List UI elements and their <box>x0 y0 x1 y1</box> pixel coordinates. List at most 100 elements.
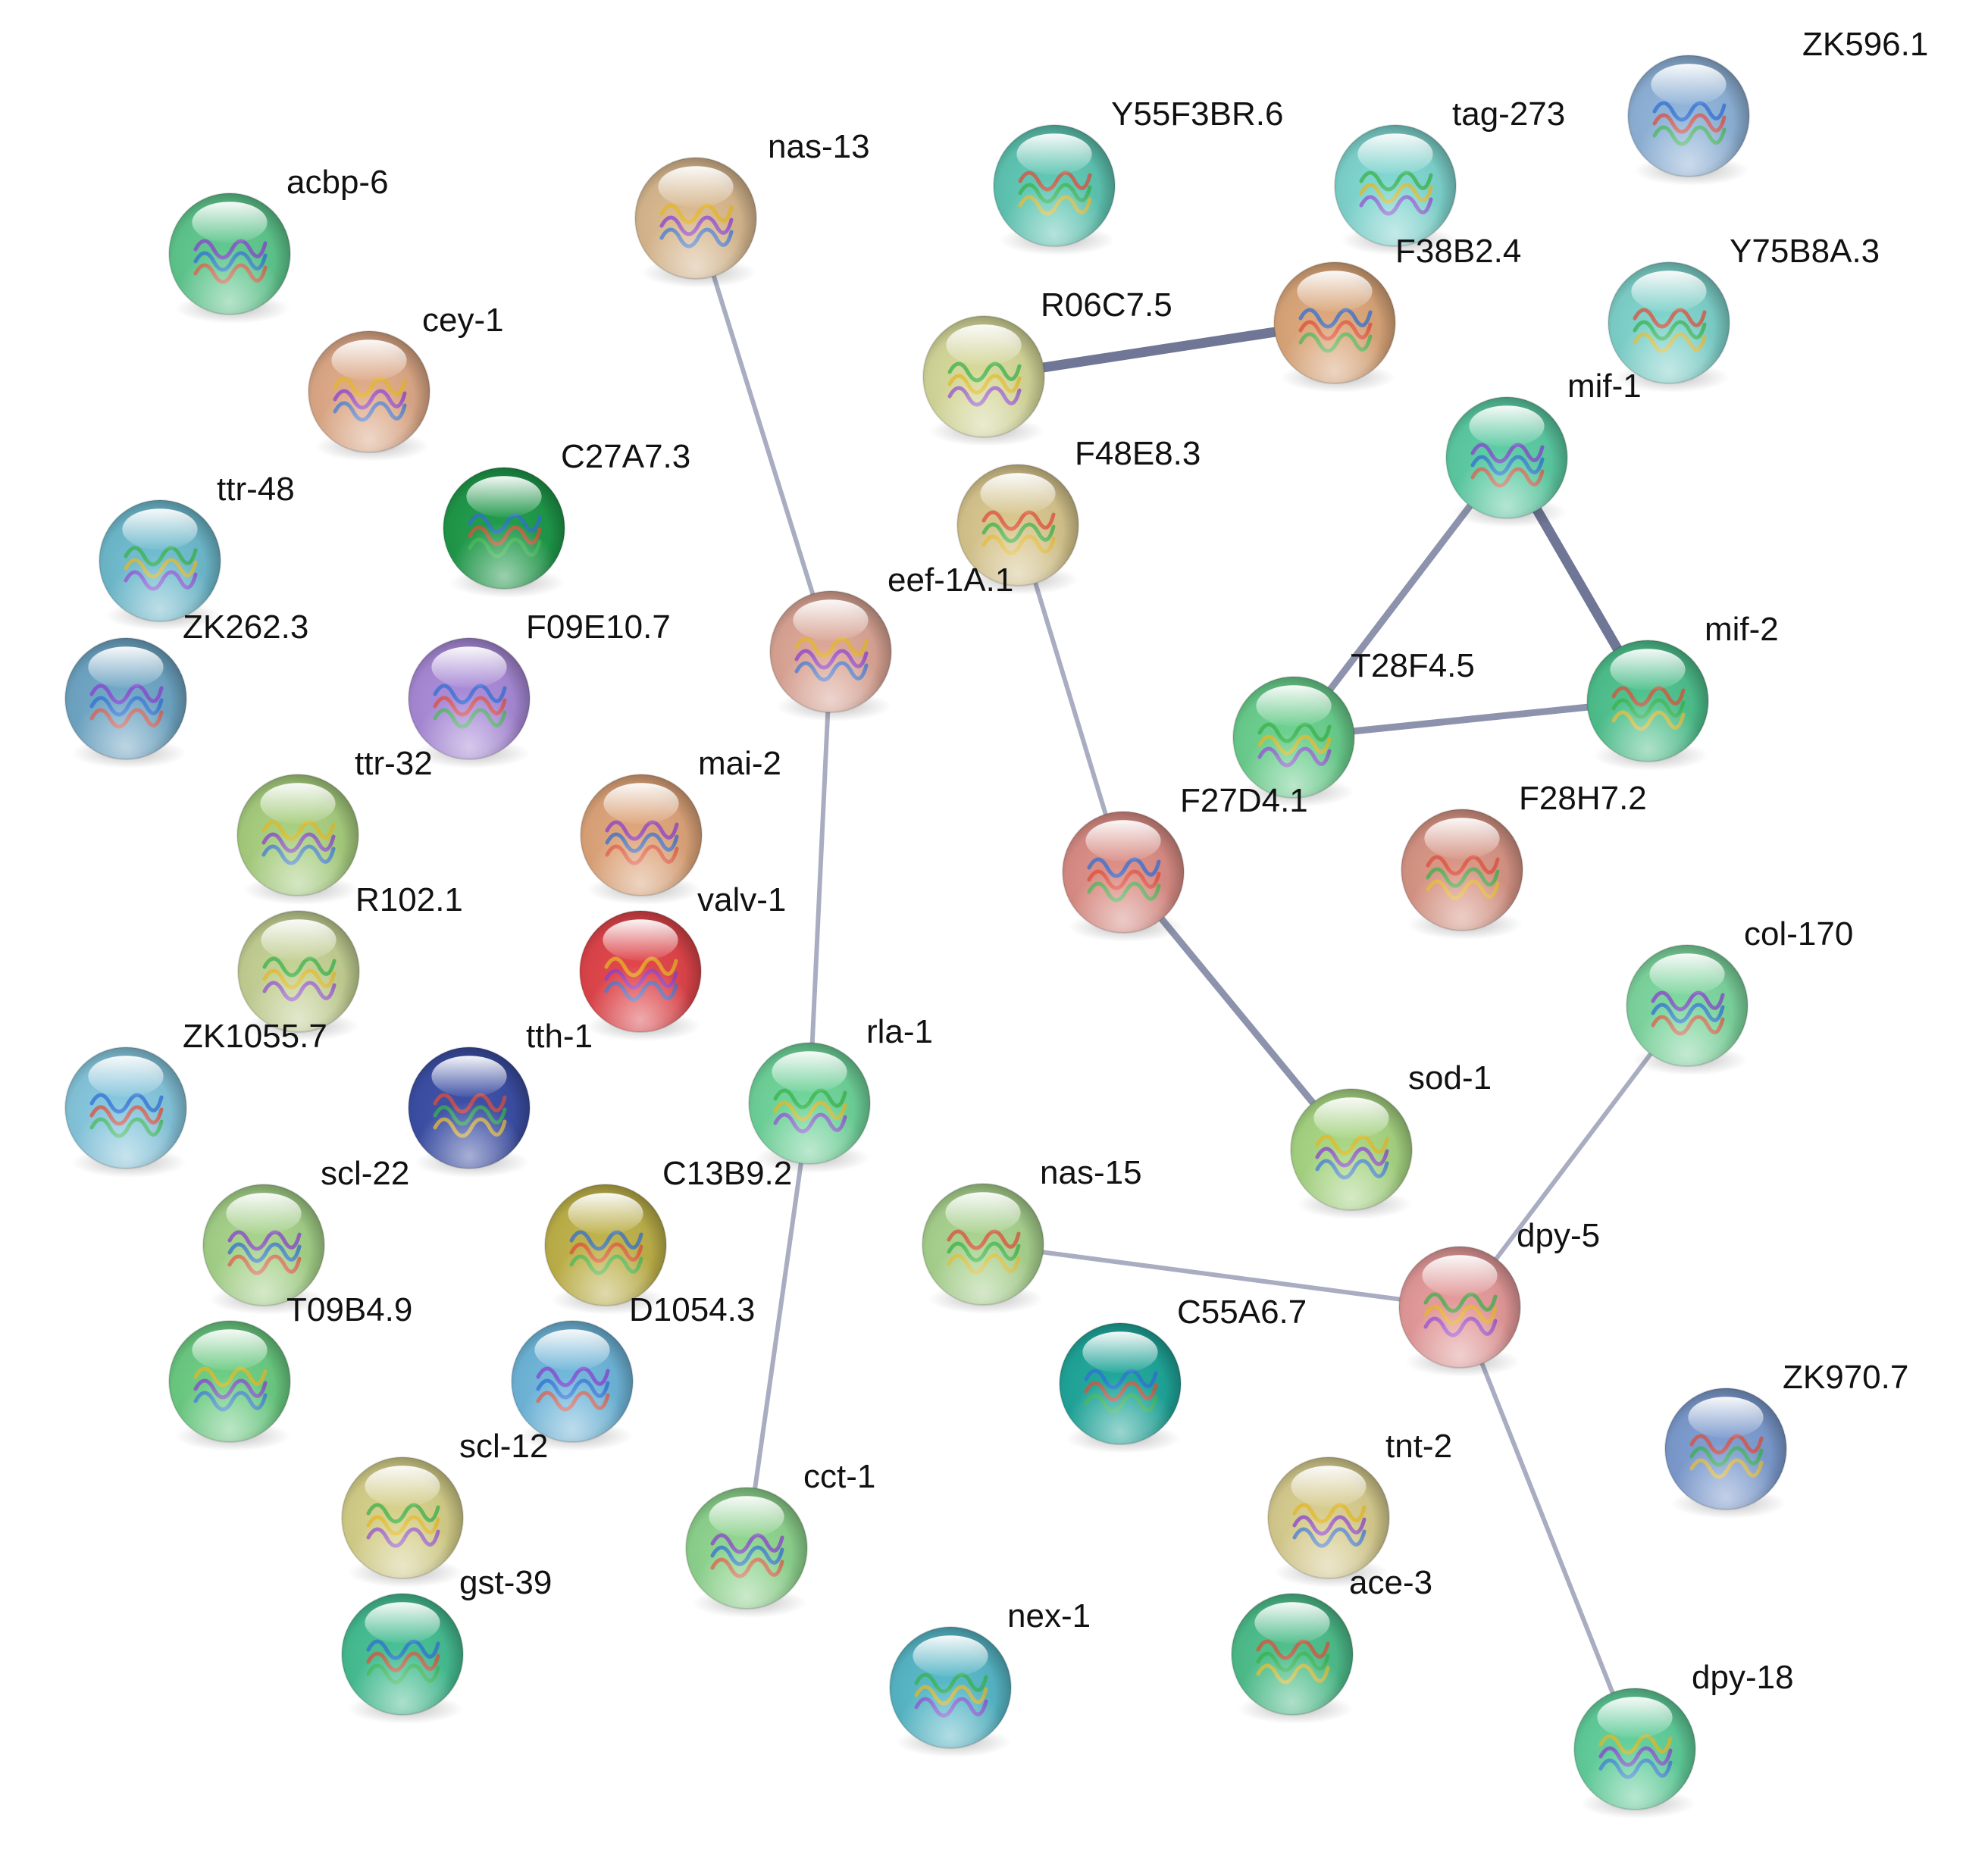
node-f38b2-4[interactable]: F38B2.4 <box>1273 233 1521 393</box>
node-rla-1[interactable]: rla-1 <box>748 1013 933 1173</box>
node-label: nas-15 <box>1040 1154 1142 1191</box>
node-highlight <box>1297 271 1373 312</box>
node-scl-22[interactable]: scl-22 <box>202 1155 409 1315</box>
node-y75b8a-3[interactable]: Y75B8A.3 <box>1608 233 1880 393</box>
node-acbp-6[interactable]: acbp-6 <box>168 164 389 324</box>
node-highlight <box>431 646 507 688</box>
node-label: mai-2 <box>698 745 781 782</box>
node-zk596-1[interactable]: ZK596.1 <box>1627 26 1928 186</box>
node-highlight <box>431 1056 507 1097</box>
node-ttr-48[interactable]: ttr-48 <box>99 471 295 630</box>
node-rim <box>1398 1246 1521 1369</box>
node-highlight <box>260 783 336 824</box>
node-label: ace-3 <box>1349 1564 1432 1601</box>
node-label: dpy-5 <box>1517 1217 1600 1254</box>
node-f28h7-2[interactable]: F28H7.2 <box>1401 780 1647 940</box>
node-mai-2[interactable]: mai-2 <box>580 745 781 905</box>
node-rim <box>1445 396 1568 519</box>
node-rim <box>64 637 187 760</box>
node-label: F38B2.4 <box>1395 233 1521 270</box>
node-rim <box>1401 809 1523 931</box>
node-tag-273[interactable]: tag-273 <box>1334 95 1565 255</box>
edge-dpy-5-dpy-18[interactable] <box>1457 1305 1637 1751</box>
node-sod-1[interactable]: sod-1 <box>1290 1059 1492 1219</box>
node-label: ZK262.3 <box>183 609 308 646</box>
node-nas-15[interactable]: nas-15 <box>922 1154 1142 1314</box>
node-f27d4-1[interactable]: F27D4.1 <box>1062 782 1308 942</box>
node-tnt-2[interactable]: tnt-2 <box>1267 1428 1452 1588</box>
node-label: ttr-32 <box>355 745 433 782</box>
node-rim <box>1059 1322 1182 1445</box>
node-highlight <box>568 1193 643 1234</box>
node-c13b9-2[interactable]: C13B9.2 <box>544 1155 792 1315</box>
node-valv-1[interactable]: valv-1 <box>579 881 786 1041</box>
node-rim <box>511 1320 634 1443</box>
node-gst-39[interactable]: gst-39 <box>341 1564 552 1724</box>
node-label: F28H7.2 <box>1519 780 1647 817</box>
node-rim <box>168 1320 291 1443</box>
node-rim <box>443 467 565 590</box>
node-highlight <box>226 1193 302 1234</box>
edge-nas-15-dpy-5[interactable] <box>981 1242 1462 1309</box>
node-highlight <box>1016 133 1092 175</box>
node-d1054-3[interactable]: D1054.3 <box>511 1291 755 1451</box>
node-cey-1[interactable]: cey-1 <box>308 302 504 461</box>
node-dpy-5[interactable]: dpy-5 <box>1398 1217 1600 1377</box>
node-rim <box>1573 1688 1696 1810</box>
node-f48e8-3[interactable]: F48E8.3 <box>956 435 1201 595</box>
node-highlight <box>192 1329 268 1371</box>
node-label: Y55F3BR.6 <box>1111 95 1283 133</box>
node-rim <box>341 1593 464 1716</box>
node-scl-12[interactable]: scl-12 <box>341 1428 548 1588</box>
node-highlight <box>1256 685 1332 727</box>
node-label: eef-1A.1 <box>888 562 1013 599</box>
node-ace-3[interactable]: ace-3 <box>1231 1564 1432 1724</box>
node-t09b4-9[interactable]: T09B4.9 <box>168 1291 412 1451</box>
node-zk1055-7[interactable]: ZK1055.7 <box>64 1018 327 1178</box>
node-rim <box>1267 1456 1390 1579</box>
node-t28f4-5[interactable]: T28F4.5 <box>1232 647 1475 807</box>
node-y55f3br-6[interactable]: Y55F3BR.6 <box>993 95 1283 255</box>
edge-rla-1-cct-1[interactable] <box>744 1101 812 1550</box>
node-label: F48E8.3 <box>1075 435 1201 472</box>
node-f09e10-7[interactable]: F09E10.7 <box>408 609 671 768</box>
node-mif-2[interactable]: mif-2 <box>1586 611 1779 771</box>
node-highlight <box>261 919 337 961</box>
node-rim <box>580 774 703 896</box>
node-label: tag-273 <box>1452 95 1565 133</box>
node-r06c7-5[interactable]: R06C7.5 <box>922 286 1172 446</box>
edge-nas-13-eef-1a-1[interactable] <box>693 216 833 654</box>
node-label: cct-1 <box>803 1458 875 1495</box>
node-cct-1[interactable]: cct-1 <box>685 1458 875 1618</box>
node-mif-1[interactable]: mif-1 <box>1445 368 1642 527</box>
node-dpy-18[interactable]: dpy-18 <box>1573 1659 1794 1819</box>
node-c27a7-3[interactable]: C27A7.3 <box>443 438 690 598</box>
node-zk262-3[interactable]: ZK262.3 <box>64 609 308 768</box>
node-ttr-32[interactable]: ttr-32 <box>236 745 433 905</box>
node-zk970-7[interactable]: ZK970.7 <box>1664 1359 1908 1519</box>
node-nas-13[interactable]: nas-13 <box>634 128 870 288</box>
node-label: Y75B8A.3 <box>1730 233 1880 270</box>
node-label: C13B9.2 <box>662 1155 792 1192</box>
edge-eef-1a-1-rla-1[interactable] <box>807 649 833 1106</box>
node-eef-1a-1[interactable]: eef-1A.1 <box>769 562 1013 721</box>
node-highlight <box>1597 1697 1673 1738</box>
node-tth-1[interactable]: tth-1 <box>408 1018 593 1178</box>
node-label: tnt-2 <box>1385 1428 1452 1465</box>
node-highlight <box>1357 133 1433 175</box>
node-label: F27D4.1 <box>1180 782 1308 819</box>
node-highlight <box>603 783 679 824</box>
node-label: C27A7.3 <box>561 438 690 475</box>
node-label: T09B4.9 <box>286 1291 412 1328</box>
node-nex-1[interactable]: nex-1 <box>889 1597 1091 1757</box>
node-highlight <box>980 473 1056 515</box>
node-label: acbp-6 <box>286 164 389 201</box>
node-label: C55A6.7 <box>1177 1294 1307 1331</box>
node-label: ttr-48 <box>217 471 295 508</box>
node-rim <box>1608 261 1730 384</box>
node-c55a6-7[interactable]: C55A6.7 <box>1059 1294 1307 1453</box>
node-label: nex-1 <box>1007 1597 1091 1635</box>
node-r102-1[interactable]: R102.1 <box>237 881 463 1041</box>
node-highlight <box>365 1602 440 1644</box>
node-col-170[interactable]: col-170 <box>1626 915 1853 1075</box>
